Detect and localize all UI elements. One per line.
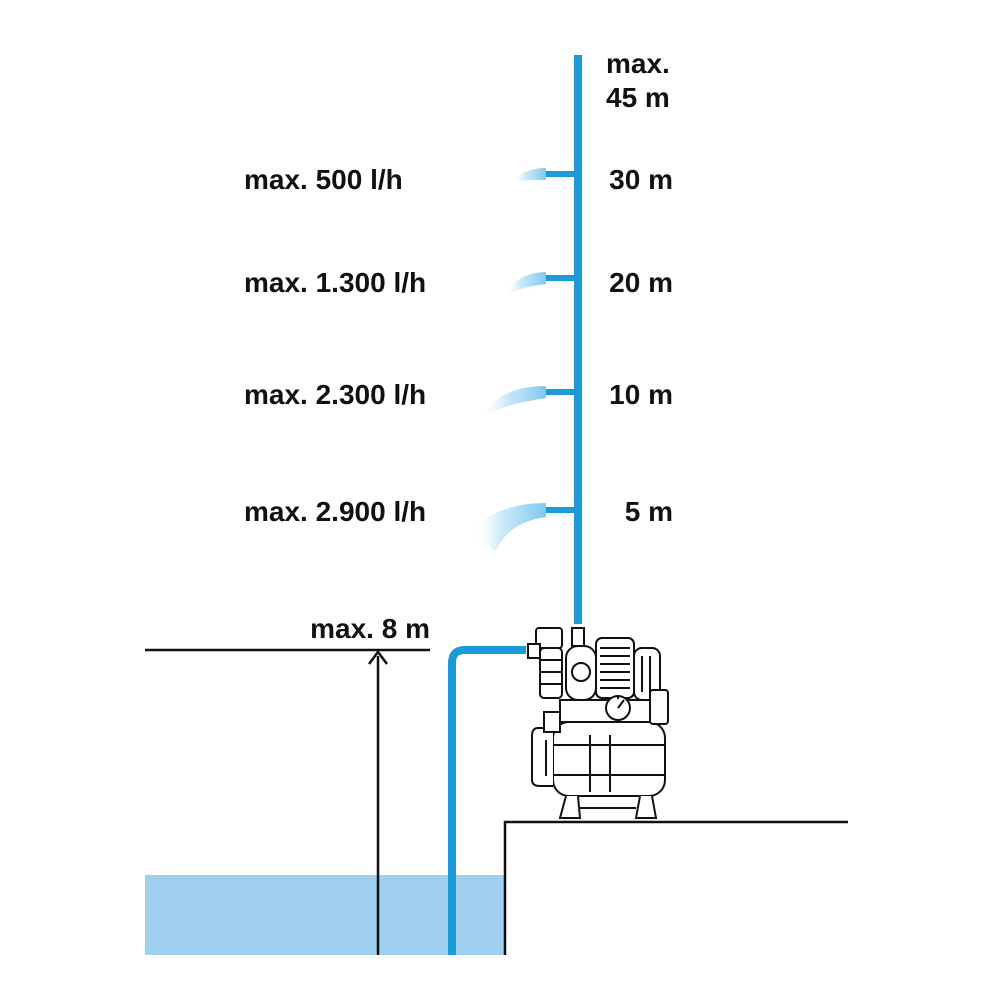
- pump-icon: [527, 627, 669, 819]
- upward-arrow-icon: [368, 649, 388, 955]
- ground-ledge: [503, 820, 848, 955]
- outlet-30m: [512, 168, 578, 182]
- height-label-10m: 10 m: [609, 379, 673, 410]
- max-height-label-line1: max.: [606, 48, 670, 79]
- suction-height-label: max. 8 m: [310, 613, 430, 644]
- water-spray: [472, 503, 546, 552]
- water-spray: [480, 386, 546, 418]
- flow-label-10m: max. 2.300 l/h: [244, 379, 426, 410]
- flow-label-30m: max. 500 l/h: [244, 164, 403, 195]
- water-reservoir: [145, 875, 505, 955]
- outlet-20m: [504, 272, 578, 296]
- water-spray: [512, 168, 546, 182]
- outlet-10m: [480, 386, 578, 418]
- flow-label-5m: max. 2.900 l/h: [244, 496, 426, 527]
- max-height-label-line2: 45 m: [606, 82, 670, 113]
- suction-pipe: [448, 646, 526, 955]
- height-label-30m: 30 m: [609, 164, 673, 195]
- height-label-20m: 20 m: [609, 267, 673, 298]
- water-spray: [504, 272, 546, 296]
- flow-label-20m: max. 1.300 l/h: [244, 267, 426, 298]
- outlet-5m: [472, 503, 578, 552]
- height-label-5m: 5 m: [625, 496, 673, 527]
- pressure-gauge-icon: [605, 695, 631, 721]
